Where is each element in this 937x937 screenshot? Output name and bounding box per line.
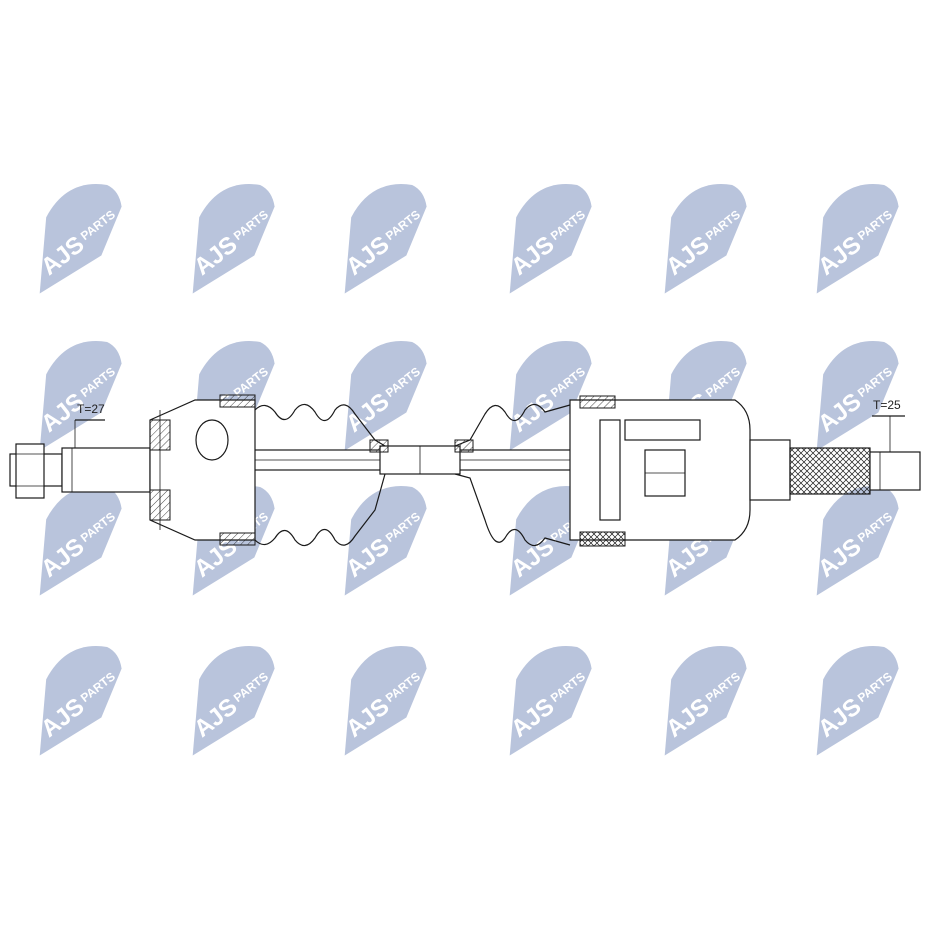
watermark-shape: [192, 646, 275, 756]
watermark-shape: [664, 646, 747, 756]
watermark-shape: [344, 184, 427, 294]
watermark-shape: [816, 184, 899, 294]
outer-cv-joint: [149, 394, 256, 546]
inner-tripod-joint: [569, 395, 751, 547]
left-spline-label: T=27: [77, 402, 105, 416]
watermark-shape: [39, 341, 122, 451]
right-spline-label: T=25: [873, 398, 901, 412]
watermark-shape: [664, 184, 747, 294]
watermark-shape: [39, 486, 122, 596]
watermark-shape: [344, 646, 427, 756]
watermark-shape: [816, 646, 899, 756]
watermark-shape: [39, 646, 122, 756]
right-stub-spline: [749, 415, 921, 501]
left-stub-spline: [9, 419, 151, 499]
watermark-shape: [816, 341, 899, 451]
watermark-shape: [39, 184, 122, 294]
watermark-shape: [509, 341, 592, 451]
watermark-shape: [344, 341, 427, 451]
inner-boot: [454, 403, 571, 547]
outer-boot: [254, 403, 389, 547]
watermark-shape: [192, 184, 275, 294]
watermark-shape: [509, 646, 592, 756]
watermark-shape: [816, 486, 899, 596]
watermark-shape: [344, 486, 427, 596]
watermark-shape: [509, 184, 592, 294]
